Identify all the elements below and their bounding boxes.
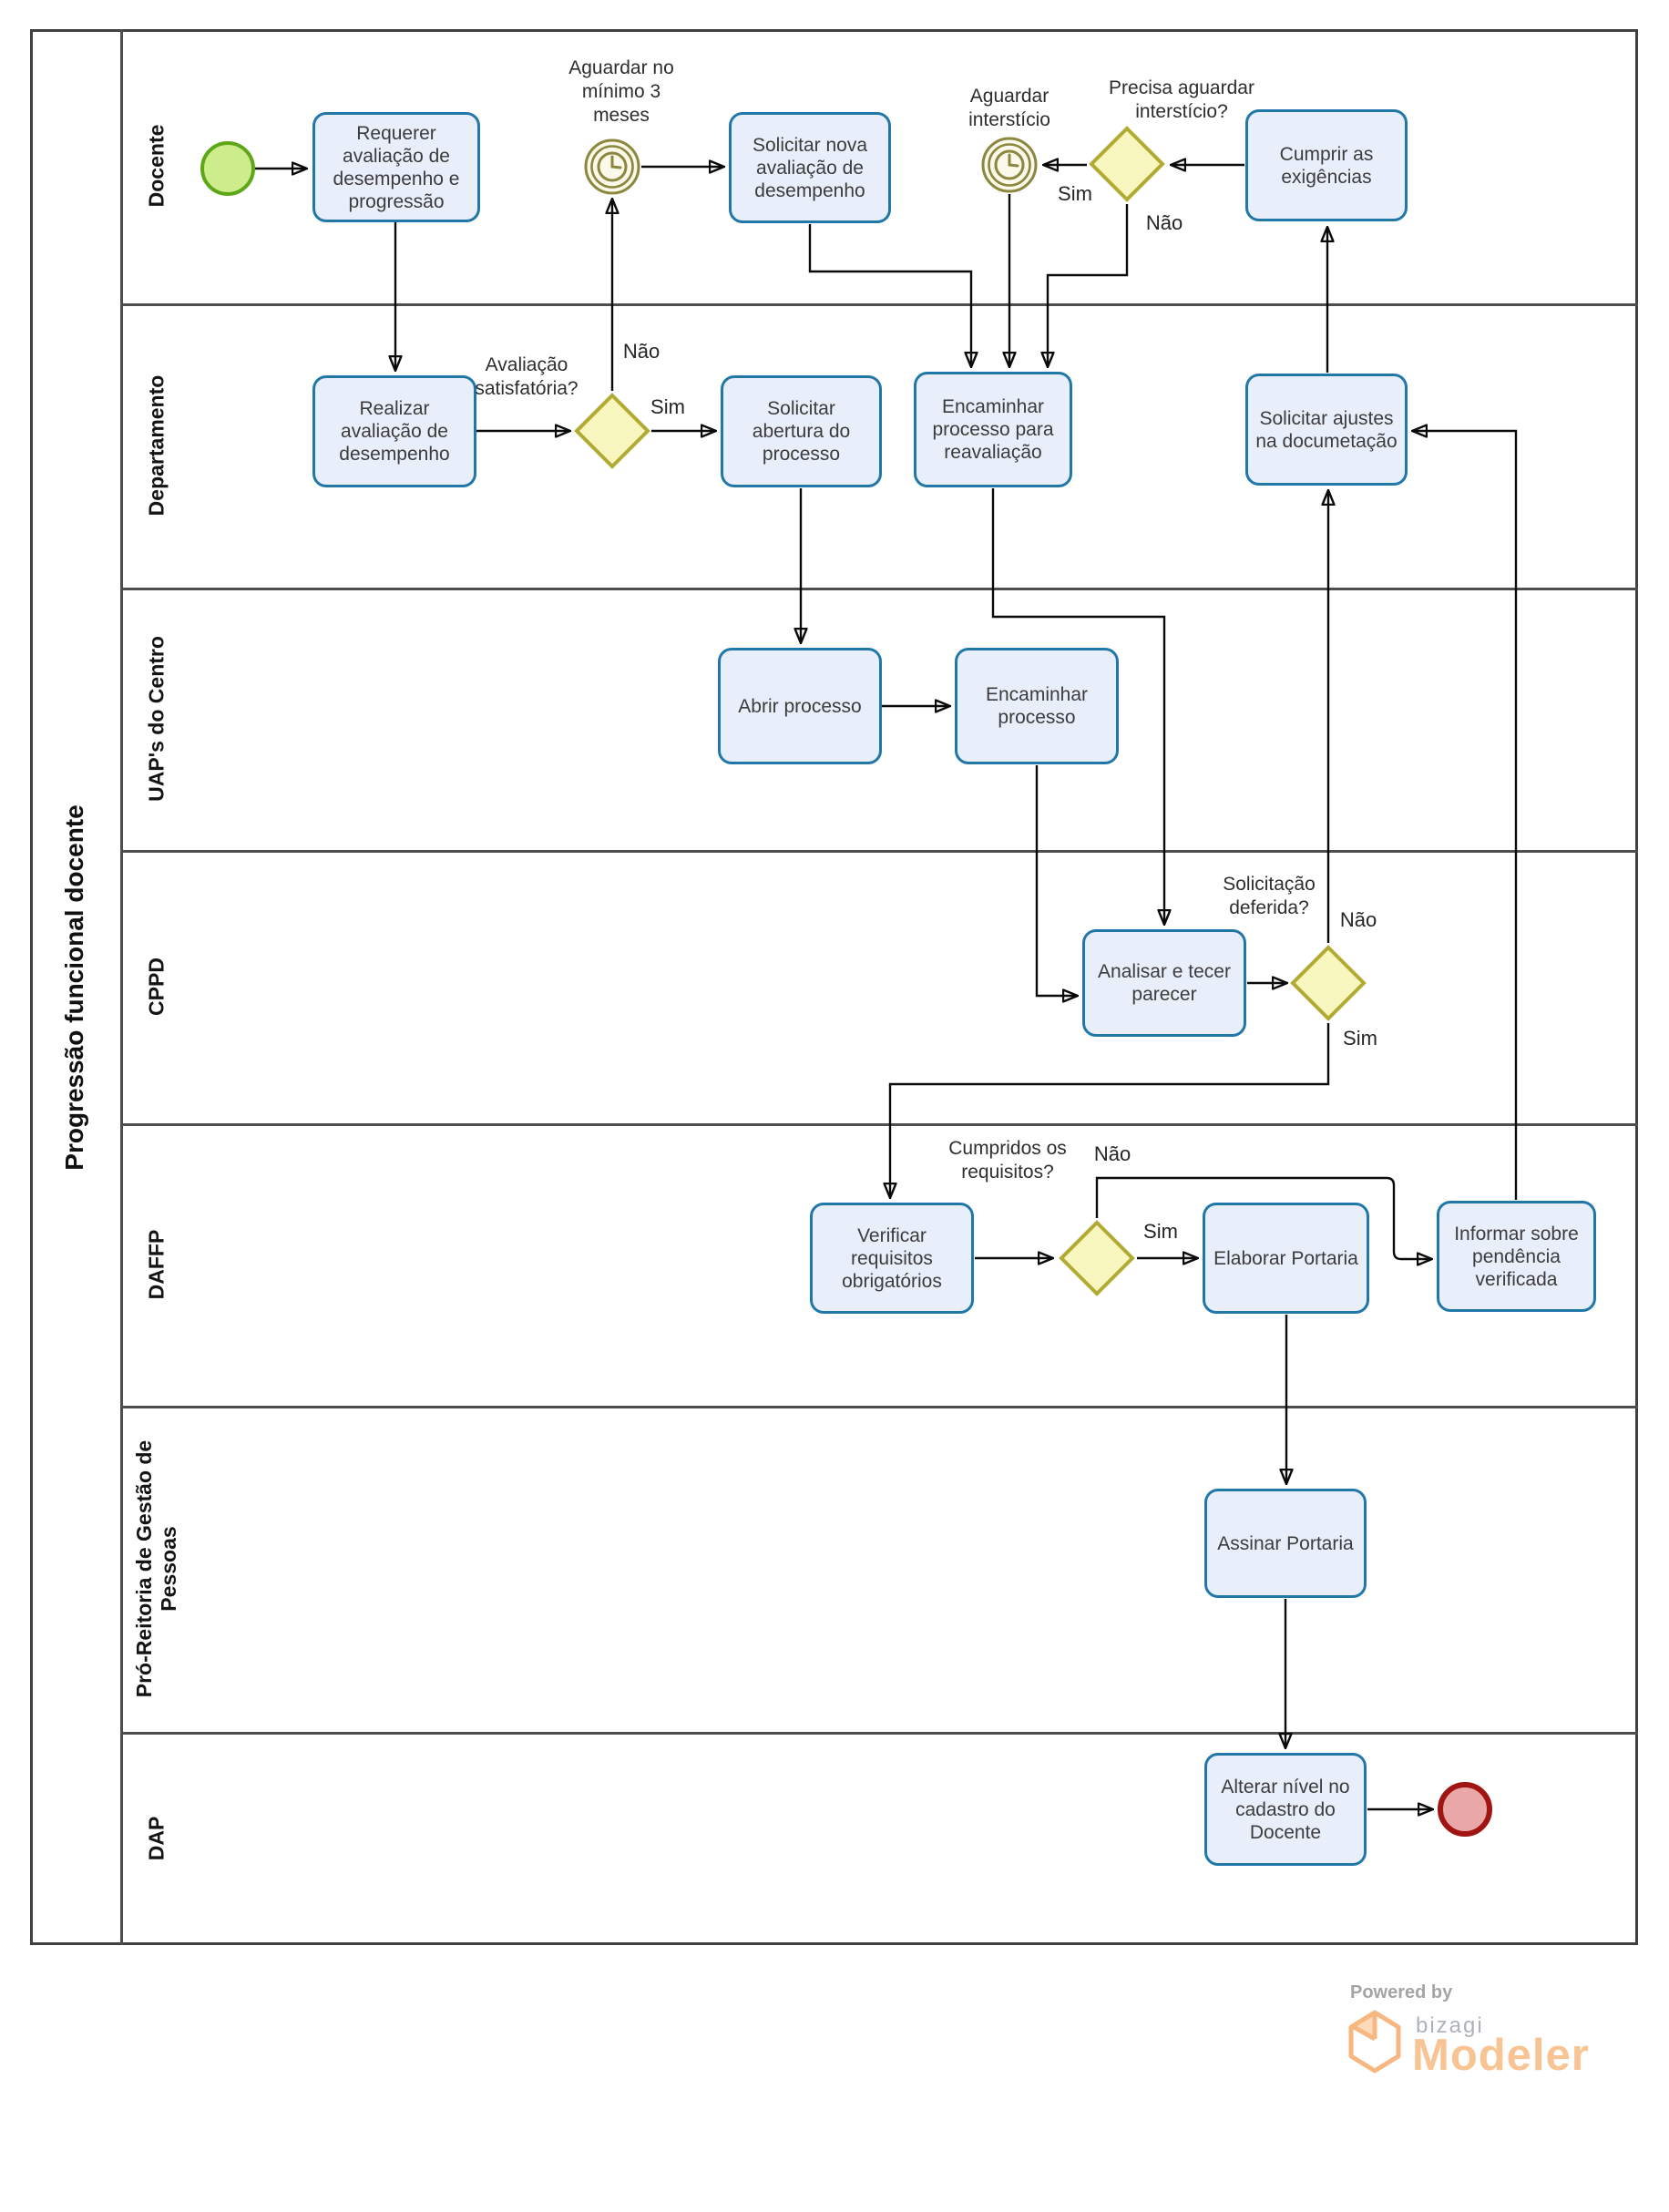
task-label: Informar sobre pendência verificada: [1454, 1223, 1579, 1290]
task-label: Cumprir as exigências: [1279, 143, 1374, 188]
lane-divider-5: [120, 1406, 1638, 1408]
task-label: Realizar avaliação de desempenho: [339, 398, 450, 465]
flow-label-g1-nao: Não: [622, 340, 660, 363]
task-realizar-avaliacao[interactable]: Realizar avaliação de desempenho: [312, 375, 476, 487]
flow-informar-to-ajustes: [1413, 431, 1518, 1200]
task-label: Elaborar Portaria: [1213, 1247, 1358, 1269]
flow-label-g2-sim: Sim: [1058, 182, 1092, 205]
start-event[interactable]: [200, 141, 255, 196]
task-label: Alterar nível no cadastro do Docente: [1221, 1776, 1350, 1843]
task-label: Solicitar ajustes na documetação: [1255, 407, 1398, 452]
gateway-precisa-aguardar[interactable]: [1088, 125, 1166, 203]
task-elaborar-portaria[interactable]: Elaborar Portaria: [1203, 1203, 1369, 1314]
flow-solicitar-nova-to-reavaliacao: [808, 224, 971, 366]
task-solicitar-nova-avaliacao[interactable]: Solicitar nova avaliação de desempenho: [729, 112, 891, 223]
task-label: Encaminhar processo: [985, 684, 1089, 728]
flow-encaminhar-to-analisar: [1035, 765, 1077, 996]
timer-event-intersticio[interactable]: [980, 136, 1039, 194]
flow-gw2-nao-to-reavaliacao: [1048, 204, 1129, 366]
task-label: Encaminhar processo para reavaliação: [932, 396, 1054, 463]
gateway-cumpridos-requisitos[interactable]: [1058, 1219, 1136, 1297]
gateway-avaliacao-satisfatoria[interactable]: [573, 392, 651, 470]
gateway4-question: Cumpridos os requisitos?: [948, 1138, 1067, 1183]
modeler-product-text: Modeler: [1412, 2031, 1590, 2080]
flow-label-g2-nao: Não: [1145, 211, 1183, 234]
task-encaminhar-processo[interactable]: Encaminhar processo: [955, 648, 1119, 764]
powered-by-label: Powered by: [1350, 1982, 1453, 2002]
bizagi-branding: Powered by bizagi Modeler: [1348, 1982, 1640, 2083]
bizagi-brand-text: bizagi: [1416, 2013, 1484, 2038]
task-label: Verificar requisitos obrigatórios: [842, 1224, 942, 1292]
task-assinar-portaria[interactable]: Assinar Portaria: [1204, 1489, 1367, 1598]
flow-label-g3-nao: Não: [1339, 908, 1377, 931]
flow-label-g3-sim: Sim: [1343, 1027, 1377, 1050]
lane-divider-1: [120, 303, 1638, 306]
task-alterar-nivel[interactable]: Alterar nível no cadastro do Docente: [1204, 1753, 1367, 1866]
flow-label-g4-sim: Sim: [1143, 1220, 1178, 1243]
pool-border: [30, 29, 1638, 1945]
timer1-label: Aguardar no mínimo 3 meses: [568, 57, 674, 126]
flow-gw4-nao-to-informar: [1095, 1176, 1431, 1259]
task-solicitar-ajustes[interactable]: Solicitar ajustes na documetação: [1245, 374, 1408, 486]
gateway3-question: Solicitação deferida?: [1223, 874, 1316, 918]
lane-divider-4: [120, 1123, 1638, 1126]
task-label: Solicitar nova avaliação de desempenho: [752, 134, 868, 201]
task-label: Solicitar abertura do processo: [752, 398, 851, 465]
flow-label-g4-nao: Não: [1093, 1142, 1131, 1165]
task-solicitar-abertura[interactable]: Solicitar abertura do processo: [721, 375, 882, 487]
task-cumprir-exigencias[interactable]: Cumprir as exigências: [1245, 109, 1408, 221]
task-verificar-requisitos[interactable]: Verificar requisitos obrigatórios: [810, 1203, 974, 1314]
timer2-label: Aguardar interstício: [968, 86, 1050, 130]
flow-gw3-sim-to-verificar: [890, 1023, 1330, 1197]
task-label: Assinar Portaria: [1217, 1532, 1354, 1554]
pool-header-divider: [120, 29, 123, 1945]
end-event[interactable]: [1438, 1782, 1492, 1837]
task-informar-pendencia[interactable]: Informar sobre pendência verificada: [1437, 1201, 1596, 1312]
task-encaminhar-reavaliacao[interactable]: Encaminhar processo para reavaliação: [914, 372, 1072, 487]
bizagi-logo-icon: [1348, 2010, 1401, 2074]
task-label: Analisar e tecer parecer: [1098, 961, 1231, 1005]
flow-reavaliacao-to-analisar: [991, 488, 1164, 924]
lane-divider-6: [120, 1732, 1638, 1735]
task-requerer-avaliacao[interactable]: Requerer avaliação de desempenho e progr…: [312, 112, 480, 222]
flow-label-g1-sim: Sim: [650, 395, 685, 418]
gateway1-question: Avaliação satisfatória?: [475, 354, 579, 399]
task-analisar-parecer[interactable]: Analisar e tecer parecer: [1082, 929, 1246, 1037]
gateway2-question: Precisa aguardar interstício?: [1109, 77, 1254, 122]
timer-event-3-meses[interactable]: [583, 138, 641, 196]
lane-divider-2: [120, 588, 1638, 590]
lane-divider-3: [120, 850, 1638, 853]
task-abrir-processo[interactable]: Abrir processo: [718, 648, 882, 764]
task-label: Abrir processo: [738, 695, 862, 717]
task-label: Requerer avaliação de desempenho e progr…: [333, 122, 460, 212]
gateway-solicitacao-deferida[interactable]: [1289, 944, 1367, 1022]
